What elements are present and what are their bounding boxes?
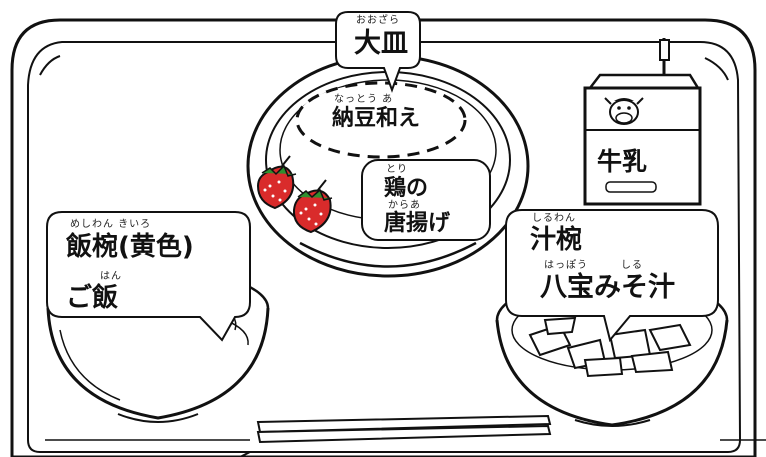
- soup-bowl-ruby-2: はっぽう しる: [544, 260, 643, 271]
- tray-corner-mark: [39, 55, 61, 76]
- tray-corner-mark: [704, 57, 729, 81]
- rice-bowl-ruby-2: はん: [100, 271, 122, 282]
- strawberry-icon: [256, 155, 297, 210]
- strawberry-icon: [292, 179, 333, 234]
- soup-bowl-ruby-1: しるわん: [532, 213, 576, 224]
- big-plate-callout: [335, 11, 421, 93]
- rice-bowl-label-1: 飯椀(黄色): [66, 232, 194, 262]
- big-plate-ruby: おおざら: [356, 15, 400, 26]
- big-plate-label: 大皿: [354, 28, 408, 59]
- chicken-label-1: 鶏の: [384, 176, 429, 201]
- soup-bowl-callout: [505, 209, 719, 343]
- chopsticks: [256, 414, 552, 444]
- chicken-label-box: [361, 159, 491, 241]
- rice-bowl-ruby-1: めしわん きいろ: [70, 219, 152, 230]
- rice-bowl-label-2: ご飯: [66, 283, 119, 313]
- milk-label: 牛乳: [597, 147, 648, 176]
- soup-ingredients: [528, 316, 692, 378]
- milk-carton: [583, 38, 702, 206]
- soup-bowl-label-1: 汁椀: [530, 225, 583, 255]
- natto-dish: [295, 81, 467, 159]
- chicken-label-2: 唐揚げ: [384, 211, 451, 236]
- rice-bowl-callout: [46, 211, 251, 342]
- natto-ruby: なっとう あ: [334, 94, 394, 105]
- chicken-ruby-1: とり: [386, 164, 408, 175]
- chicken-ruby-2: からあ: [388, 200, 421, 211]
- cow-icon: [604, 97, 644, 125]
- soup-bowl-label-2: 八宝みそ汁: [540, 272, 675, 303]
- natto-label: 納豆和え: [332, 106, 421, 131]
